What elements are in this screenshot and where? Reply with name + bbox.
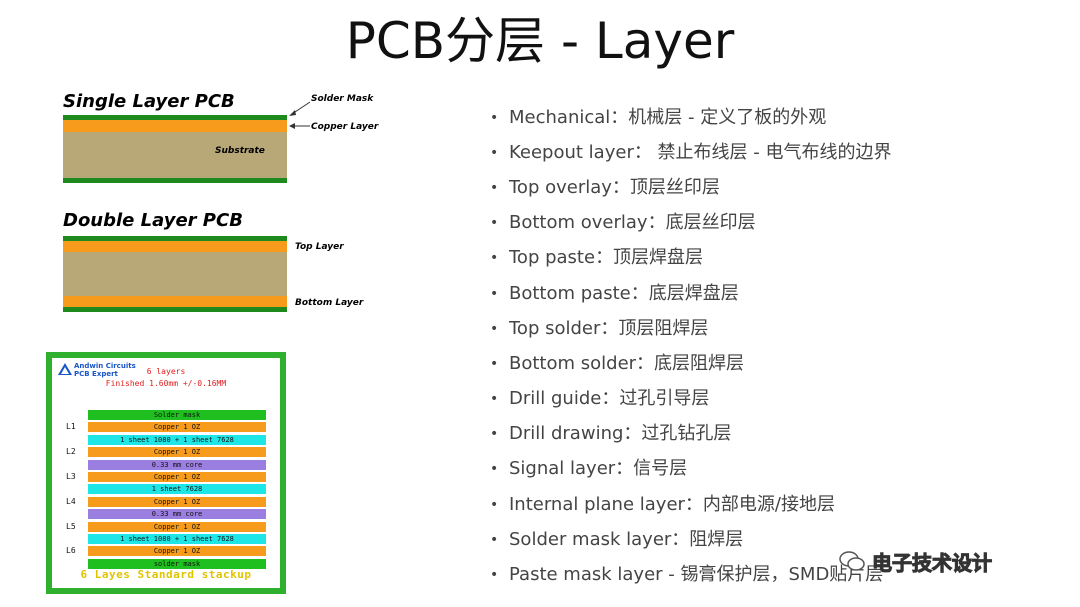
bottom-mask-band (63, 178, 287, 183)
list-item-text: Internal plane layer：内部电源/接地层 (509, 493, 835, 515)
double-layer-title: Double Layer PCB (63, 210, 243, 231)
list-item-text: Top paste：顶层焊盘层 (509, 247, 704, 269)
list-item: • Signal layer：信号层 (490, 452, 892, 487)
stackup-footer: 6 Layes Standard stackup (80, 568, 252, 581)
layer-list: • Mechanical：机械层 - 定义了板的外观 • Keepout layer：… (490, 100, 892, 593)
bottom-layer-label: Bottom Layer (295, 298, 364, 308)
bullet-icon: • (490, 567, 499, 584)
layer-number: L3 (66, 472, 76, 481)
list-item: • Paste mask layer - 锡膏保护层，SMD贴片层 (490, 557, 892, 592)
substrate-band (63, 132, 287, 178)
bullet-icon: • (490, 250, 499, 267)
list-item-text: Bottom paste：底层焊盘层 (509, 282, 739, 304)
list-item: • Top paste：顶层焊盘层 (490, 241, 892, 276)
list-item-text: Top solder：顶层阻焊层 (509, 317, 709, 339)
list-item: • Drill guide：过孔引导层 (490, 382, 892, 417)
stackup-layer: 0.33 mm core (88, 509, 266, 520)
andwin-logo-icon (58, 363, 72, 375)
list-item: • Mechanical：机械层 - 定义了板的外观 (490, 100, 892, 135)
list-item-text: Drill guide：过孔引导层 (509, 388, 710, 410)
layer-number: L4 (66, 496, 76, 506)
stackup-layer: Copper 1 OZ (88, 496, 266, 507)
page-title: PCB分层 - Layer (345, 12, 735, 70)
bullet-icon: • (490, 496, 499, 513)
bullet-icon: • (490, 355, 499, 372)
stackup-image: Andwin Circuits PCB Expert 6 layers Fini… (46, 352, 286, 594)
list-item-text: Keepout layer： 禁止布线层 - 电气布线的边界 (509, 141, 892, 163)
list-item: • Internal plane layer：内部电源/接地层 (490, 487, 892, 522)
stackup-panel: Andwin Circuits PCB Expert 6 layers Fini… (52, 358, 280, 588)
stackup-layer: Copper 1 OZ (88, 546, 266, 557)
wechat-icon (839, 551, 865, 571)
stackup-layer: Solder mask (88, 410, 266, 420)
list-item-text: Top overlay：顶层丝印层 (509, 176, 720, 198)
layer-number: L6 (66, 546, 76, 556)
top-mask-band (63, 236, 287, 241)
bullet-icon: • (490, 391, 499, 408)
bullet-icon: • (490, 215, 499, 232)
bullet-icon: • (490, 461, 499, 478)
list-item-text: Signal layer：信号层 (509, 458, 688, 480)
bullet-icon: • (490, 179, 499, 196)
bullet-icon: • (490, 109, 499, 126)
stackup-layer: Copper 1 OZ (88, 447, 266, 458)
list-item-text: Drill drawing：过孔钻孔层 (509, 423, 732, 445)
solder-mask-band (63, 115, 287, 120)
layer-number: L2 (66, 447, 76, 457)
substrate-label: Substrate (215, 146, 265, 156)
stackup-layer: 1 sheet 1080 + 1 sheet 7628 (88, 534, 266, 544)
list-item: • Top solder：顶层阻焊层 (490, 311, 892, 346)
single-layer-title: Single Layer PCB (63, 91, 235, 112)
bullet-icon: • (490, 320, 499, 337)
list-item-text: Bottom solder：底层阻焊层 (509, 352, 745, 374)
brand-text: Andwin Circuits PCB Expert (74, 362, 136, 378)
watermark: 电子技术设计 (838, 548, 993, 575)
watermark-text: 电子技术设计 (872, 550, 993, 575)
stackup-layer: Copper 1 OZ (88, 422, 266, 433)
bullet-icon: • (490, 285, 499, 302)
list-item-text: Paste mask layer - 锡膏保护层，SMD贴片层 (509, 564, 884, 586)
stackup-thickness: Finished 1.60mm +/-0.16MM (105, 379, 227, 388)
list-item-text: Bottom overlay：底层丝印层 (509, 212, 756, 234)
solder-mask-label: Solder Mask (311, 94, 374, 104)
bullet-icon: • (490, 426, 499, 443)
stackup-layer: Copper 1 OZ (88, 521, 266, 532)
top-copper-band (63, 241, 287, 252)
list-item: • Solder mask layer：阻焊层 (490, 522, 892, 557)
stackup-layer: solder mask (88, 558, 266, 569)
list-item: • Bottom overlay：底层丝印层 (490, 206, 892, 241)
list-item: • Bottom paste：底层焊盘层 (490, 276, 892, 311)
layer-number: L1 (66, 422, 76, 432)
list-item-text: Solder mask layer：阻焊层 (509, 528, 744, 550)
list-item-text: Mechanical：机械层 - 定义了板的外观 (509, 106, 827, 128)
bottom-mask-band-2 (63, 307, 287, 312)
stackup-layers-count: 6 layers (146, 367, 186, 376)
layer-number: L5 (66, 521, 76, 531)
list-item: • Bottom solder：底层阻焊层 (490, 346, 892, 381)
stackup-layer: Copper 1 OZ (88, 472, 266, 482)
stackup-layer: 0.33 mm core (88, 459, 266, 470)
bottom-copper-band (63, 296, 287, 307)
list-item: • Keepout layer： 禁止布线层 - 电气布线的边界 (490, 135, 892, 170)
core-band (63, 252, 287, 296)
bullet-icon: • (490, 144, 499, 161)
list-item: • Top overlay：顶层丝印层 (490, 170, 892, 205)
stackup-layer: 1 sheet 1080 + 1 sheet 7628 (88, 434, 266, 445)
list-item: • Drill drawing：过孔钻孔层 (490, 417, 892, 452)
top-layer-label: Top Layer (295, 242, 344, 252)
copper-layer-label: Copper Layer (311, 122, 379, 132)
copper-band (63, 120, 287, 132)
bullet-icon: • (490, 531, 499, 548)
pointer-arrows (289, 101, 311, 129)
stackup-layer: 1 sheet 7628 (88, 484, 266, 495)
